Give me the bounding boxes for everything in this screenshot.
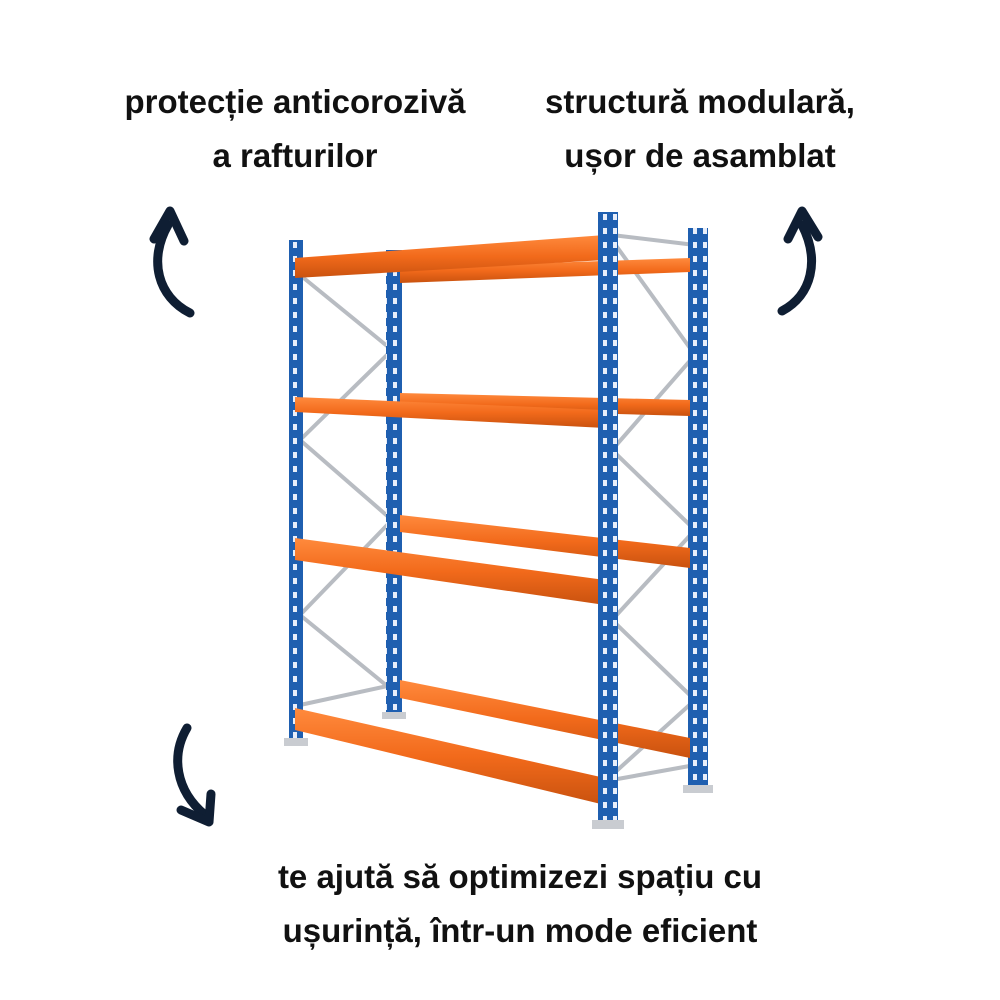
caption-line: a rafturilor [212,137,378,174]
caption-line: structură modulară, [545,83,855,120]
caption-line: ușor de asamblat [564,137,836,174]
front-beams [295,235,605,805]
brace-left [298,273,394,707]
feature-caption-corrosion: protecție anticorozivă a rafturilor [95,75,495,183]
feature-caption-modular: structură modulară, ușor de asamblat [500,75,900,183]
curved-arrow-down-icon [173,723,216,827]
brace-right [610,233,697,782]
curved-arrow-up-icon [777,206,823,316]
caption-line: protecție anticorozivă [124,83,466,120]
feature-caption-space: te ajută să optimizezi spațiu cu ușurinț… [170,850,870,958]
curved-arrow-up-icon [149,206,195,318]
base-plates [284,712,713,829]
caption-line: ușurință, într-un mode eficient [282,912,758,949]
back-beams [400,258,690,758]
caption-line: te ajută să optimizezi spațiu cu [277,858,763,895]
